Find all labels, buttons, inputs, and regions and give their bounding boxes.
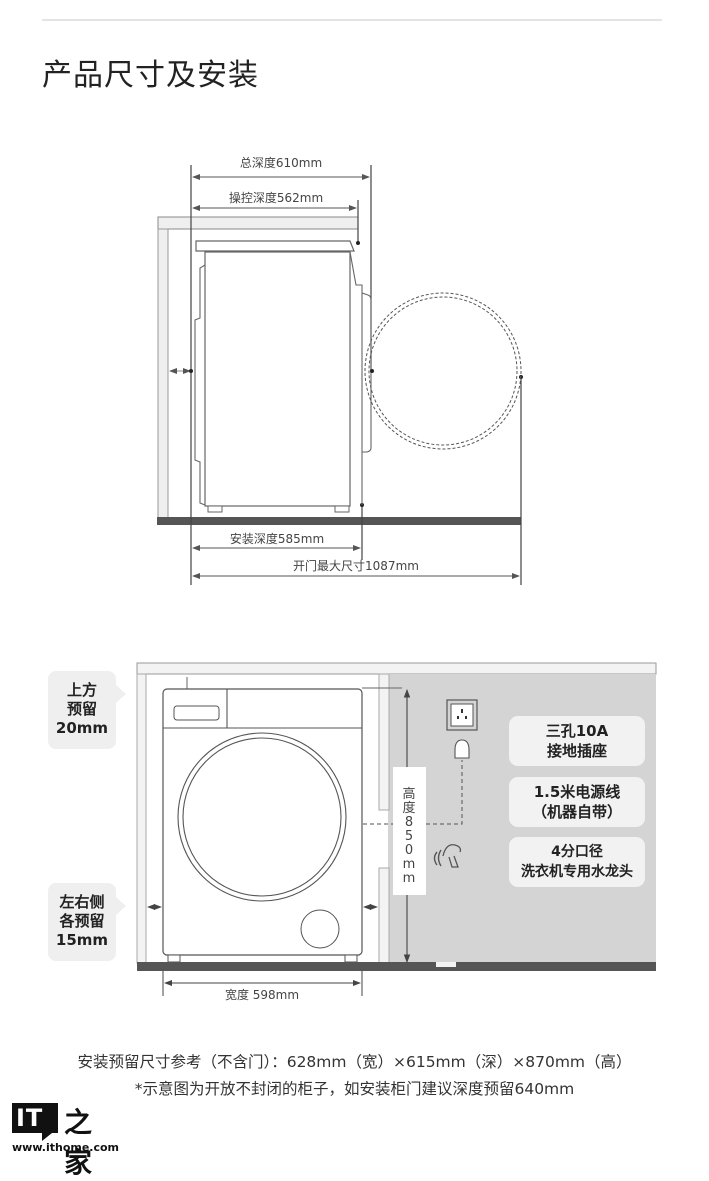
faucet-info-box: 4分口径 洗衣机专用水龙头 (509, 837, 645, 887)
top-divider (42, 19, 662, 21)
install-depth-label: 安装深度585mm (230, 531, 324, 546)
top-clearance-callout: 上方 预留 20mm (48, 671, 126, 749)
socket-info-box: 三孔10A 接地插座 (509, 716, 645, 766)
svg-text:m: m (403, 857, 416, 872)
cabinet-note-text: *示意图为开放不封闭的柜子，如安装柜门建议深度预留640mm (134, 1080, 575, 1098)
control-depth-label: 操控深度562mm (229, 190, 323, 205)
logo-url: www.ithome.com (12, 1141, 120, 1154)
total-depth-label: 总深度610mm (240, 155, 322, 170)
logo-speech-tail (42, 1133, 52, 1141)
power-cord-info-box: 1.5米电源线 （机器自带） (509, 777, 645, 827)
width-label: 宽度 598mm (225, 987, 299, 1002)
door-open-max-label: 开门最大尺寸1087mm (293, 558, 419, 573)
logo-it-box: IT (12, 1103, 58, 1133)
svg-text:m: m (403, 871, 416, 886)
svg-text:度: 度 (402, 800, 415, 816)
svg-text:5: 5 (405, 829, 413, 844)
svg-text:8: 8 (405, 815, 413, 830)
page-title: 产品尺寸及安装 (42, 58, 259, 93)
height-label: 高 度 8 5 0 m m (402, 786, 415, 886)
side-view-diagram: 总深度610mm 操控深度562mm 安装深度585mm 开门最大尺寸1087m… (157, 155, 523, 585)
reference-size-text: 安装预留尺寸参考（不含门）：628mm（宽）×615mm（深）×870mm（高） (77, 1053, 632, 1071)
svg-text:高: 高 (402, 786, 415, 802)
side-clearance-callout: 左右侧 各预留 15mm (48, 883, 126, 961)
svg-text:0: 0 (405, 843, 413, 858)
